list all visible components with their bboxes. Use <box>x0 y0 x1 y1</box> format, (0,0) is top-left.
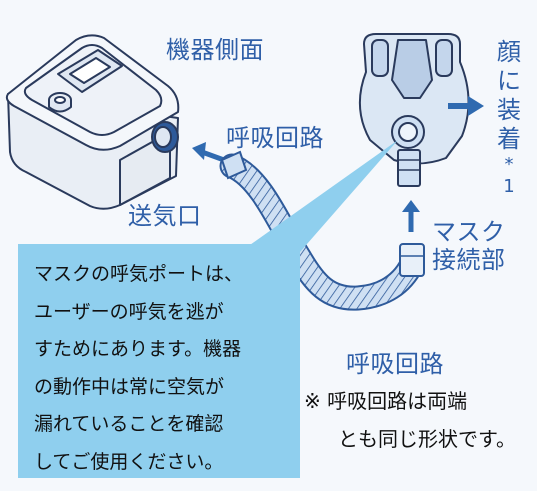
mask-connect-arrow <box>402 200 420 232</box>
face-wear-note-mark: * <box>504 154 514 175</box>
callout-pointer <box>240 140 398 252</box>
callout-line-6: してご使用ください。 <box>34 450 224 473</box>
face-wear-char-1: 顔 <box>497 38 521 66</box>
mask-connection-label: マスク 接続部 <box>432 218 506 274</box>
cpap-device-icon <box>5 34 180 210</box>
face-wear-note-number: 1 <box>503 176 515 197</box>
face-wear-char-2: に <box>497 67 521 95</box>
tube-label-bottom: 呼吸回路 <box>346 350 444 378</box>
corrugated-tube-icon <box>219 150 425 311</box>
note-line-2: とも同じ形状です。 <box>338 427 516 451</box>
face-wear-label: 顔 に 装 着 * 1 <box>494 38 524 198</box>
device-side-label: 機器側面 <box>166 36 264 64</box>
face-wear-char-4: 着 <box>497 125 521 153</box>
mask-connection-line-2: 接続部 <box>432 246 506 274</box>
tube-ends-note: ※ 呼吸回路は両端 とも同じ形状です。 <box>304 382 516 458</box>
exhalation-port-callout: マスクの呼気ポートは、 ユーザーの呼気を逃が すためにあります。機器 の動作中は… <box>18 244 300 478</box>
outlet-arrow <box>192 142 225 163</box>
callout-line-1: マスクの呼気ポートは、 <box>34 263 244 285</box>
callout-line-3: すためにあります。機器 <box>34 338 242 360</box>
mask-connection-line-1: マスク <box>432 218 506 246</box>
callout-line-2: ユーザーの呼気を逃が <box>34 300 224 323</box>
face-arrow <box>448 96 484 116</box>
full-face-mask-icon <box>358 33 470 187</box>
note-line-1: ※ 呼吸回路は両端 <box>304 389 468 413</box>
face-wear-char-3: 装 <box>497 96 521 124</box>
air-outlet-label: 送気口 <box>128 202 202 230</box>
callout-line-4: の動作中は常に空気が <box>34 375 225 398</box>
callout-line-5: 漏れていることを確認 <box>34 413 224 435</box>
tube-label-top: 呼吸回路 <box>226 124 324 152</box>
